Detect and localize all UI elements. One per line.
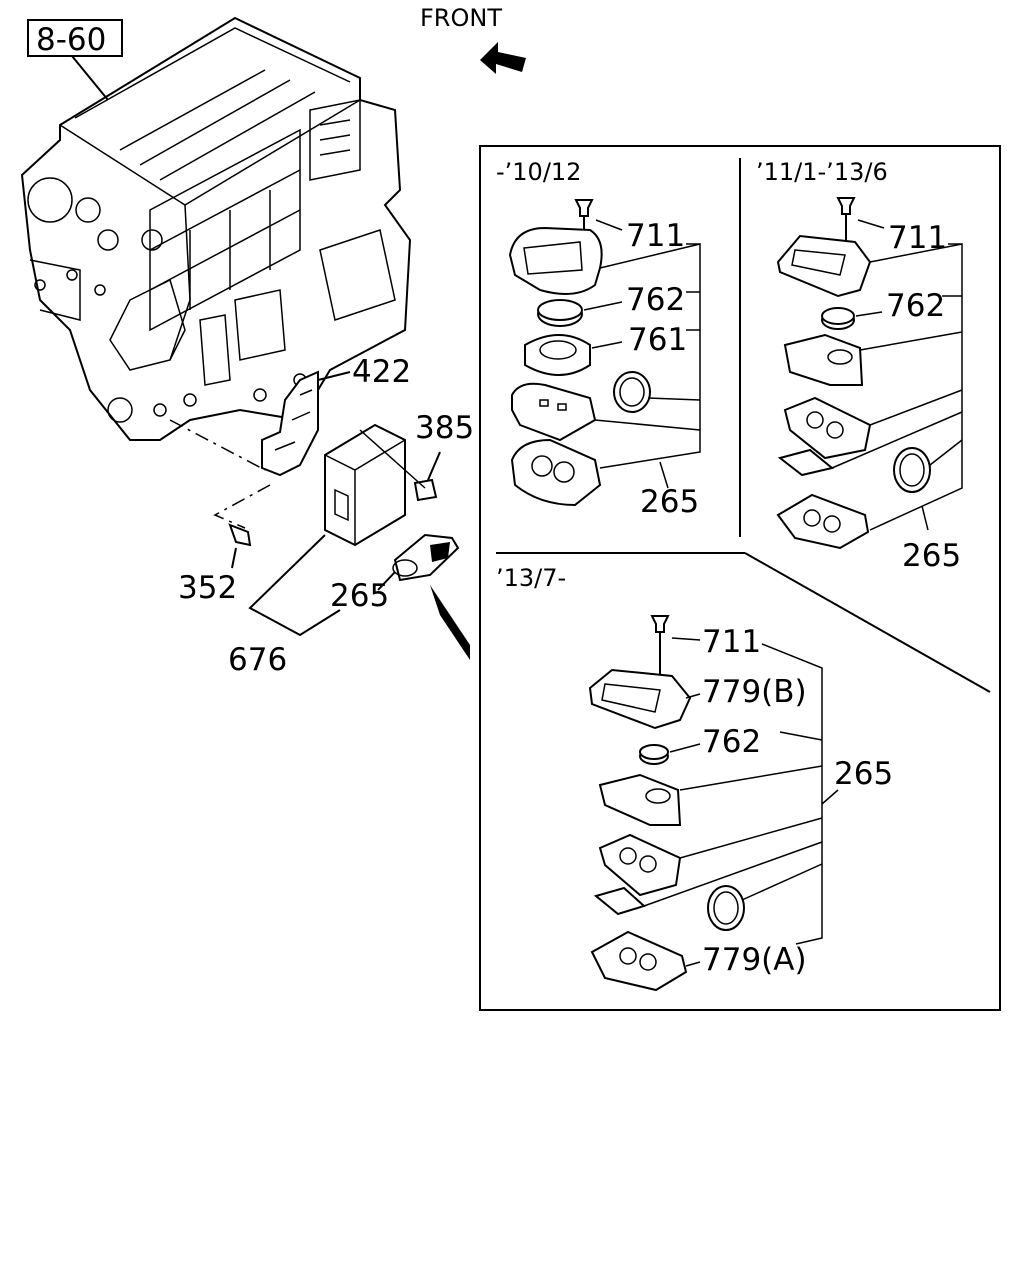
panel-a-battery[interactable] [537,299,583,327]
panel-c-case-middle[interactable] [598,833,682,897]
panel-c-label-779a: 779(A) [702,942,807,978]
panel-a-holder[interactable] [524,334,591,376]
panel-a-ring[interactable] [613,371,651,413]
keyless-fob[interactable] [392,533,460,582]
panel-a-label-711: 711 [626,218,685,254]
label-422: 422 [352,354,411,390]
panel-b: ’11/1-’13/6 711 762 [756,158,963,574]
panel-b-header: ’11/1-’13/6 [756,158,888,186]
panel-b-battery[interactable] [821,307,855,330]
panel-b-ring[interactable] [893,447,931,493]
panel-a: -’10/12 711 762 761 [496,158,701,520]
detail-frame [479,145,1001,1011]
hvac-unit [20,16,412,441]
panel-b-holder[interactable] [783,333,864,386]
label-265-main: 265 [330,578,389,614]
bolt-part[interactable] [413,451,441,502]
front-arrow-icon [480,42,526,74]
panel-a-label-762: 762 [626,282,685,318]
panel-c-label-711: 711 [702,624,761,660]
panel-c-label-762: 762 [702,724,761,760]
panel-b-case-bottom[interactable] [776,493,870,550]
label-352: 352 [178,570,237,606]
label-676: 676 [228,642,287,678]
panel-a-header: -’10/12 [496,158,581,186]
panel-b-label-711: 711 [888,220,947,256]
panel-c-header: ’13/7- [496,564,566,592]
panel-b-case-middle[interactable] [783,396,872,460]
panel-c-holder[interactable] [598,773,682,826]
panel-c: ’13/7- 711 779(B) 762 [496,564,893,992]
panel-c-battery[interactable] [639,744,669,765]
panel-c-case-bottom[interactable] [590,930,688,992]
label-385: 385 [415,410,474,446]
page-reference-label: 8-60 [36,22,106,58]
panel-c-label-779b: 779(B) [702,674,807,710]
panel-a-case-top[interactable] [508,226,603,295]
panel-c-ring[interactable] [707,885,745,931]
panel-b-case-top[interactable] [776,234,872,298]
panel-b-label-762: 762 [886,288,945,324]
screw-part[interactable] [228,523,252,569]
control-module[interactable] [324,423,406,547]
page-reference[interactable]: 8-60 [27,19,123,58]
panel-a-label-761: 761 [628,322,687,358]
front-label: FRONT [420,4,502,32]
panel-b-label-265: 265 [902,538,961,574]
bracket-part[interactable] [261,370,319,477]
panel-a-label-265: 265 [640,484,699,520]
detail-pointer [430,585,470,660]
panel-c-label-265: 265 [834,756,893,792]
panel-a-case-middle[interactable] [511,382,597,442]
panel-a-case-bottom[interactable] [510,438,602,507]
panel-c-case-top[interactable] [588,668,692,730]
